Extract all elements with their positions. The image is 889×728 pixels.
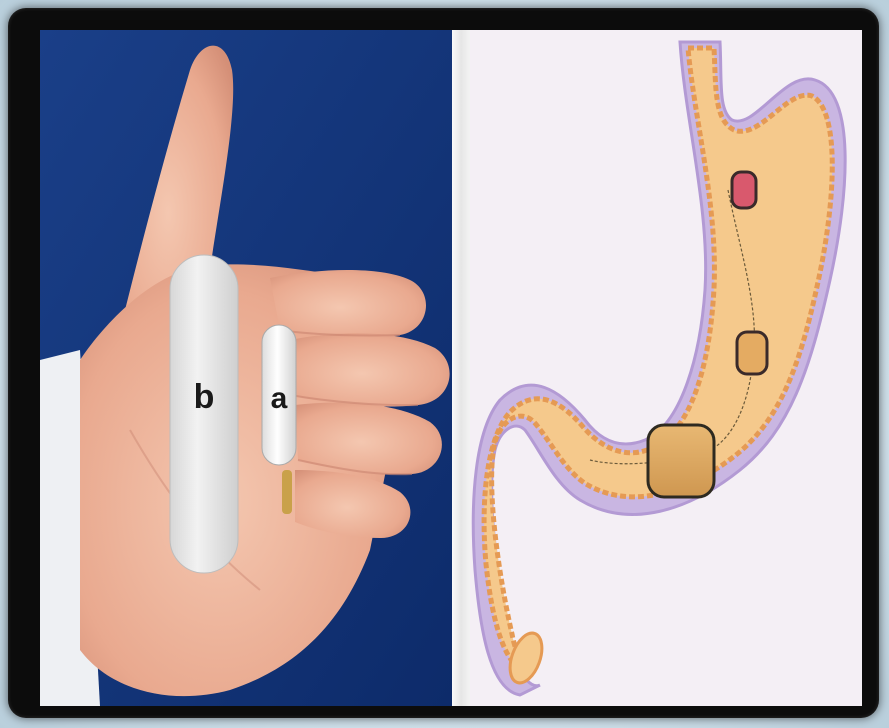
hand-illustration: b a bbox=[40, 30, 452, 706]
stomach-diagram bbox=[470, 30, 862, 706]
stomach-illustration bbox=[470, 30, 862, 706]
capsule-expanded bbox=[648, 425, 714, 497]
stomach-edge bbox=[484, 48, 832, 675]
panel-divider bbox=[452, 30, 470, 706]
ring bbox=[282, 470, 292, 514]
hand-capsule-photo: b a bbox=[40, 30, 452, 706]
capsule-b-label: b bbox=[194, 378, 215, 416]
capsule-a: a bbox=[262, 325, 296, 465]
capsule-expanding bbox=[737, 332, 767, 374]
capsule-a-label: a bbox=[271, 382, 288, 415]
capsule-initial bbox=[732, 172, 756, 208]
capsule-b: b bbox=[170, 255, 238, 573]
